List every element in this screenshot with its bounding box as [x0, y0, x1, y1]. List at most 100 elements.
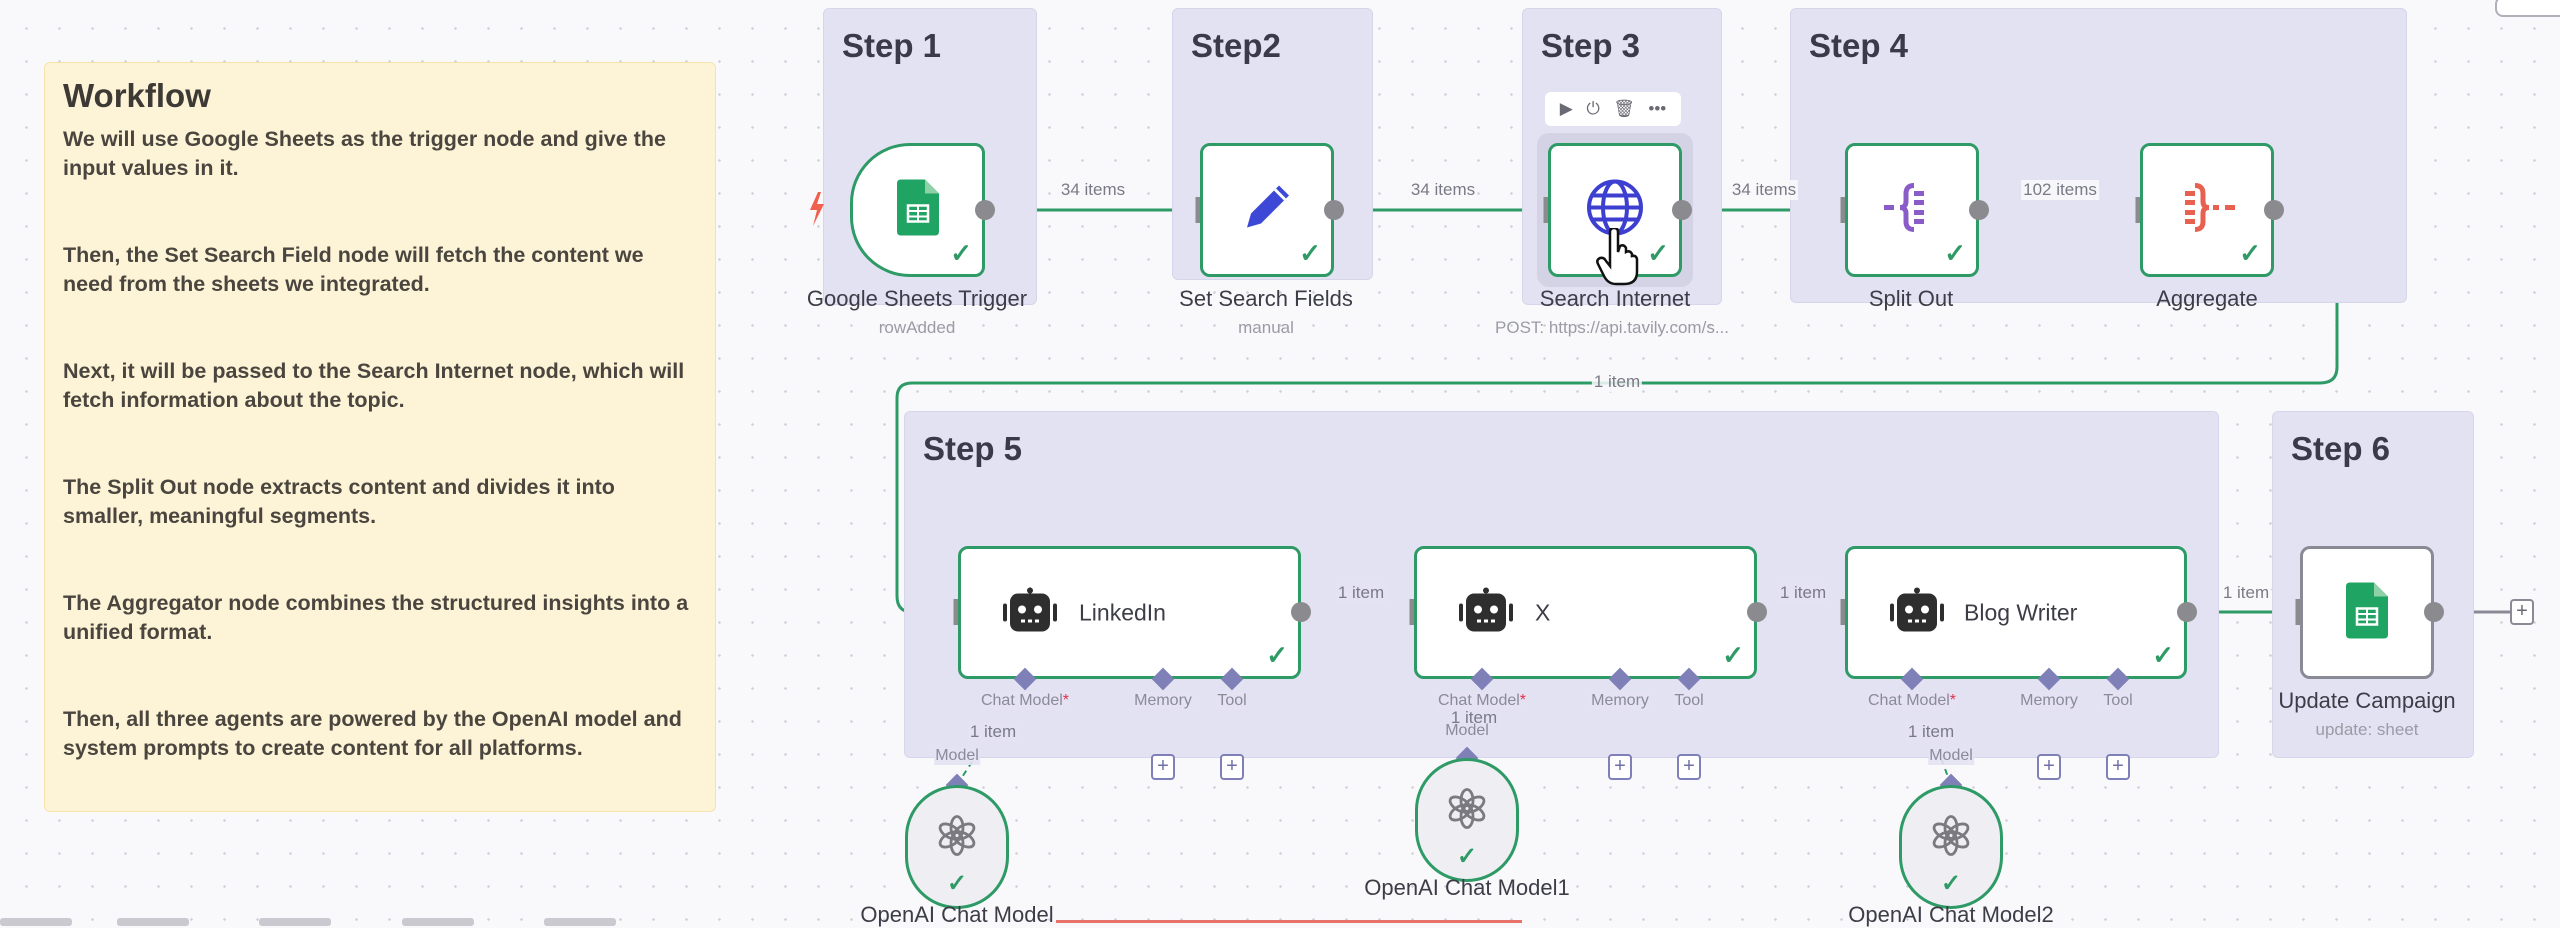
node-label: OpenAI Chat Model2: [1848, 902, 2054, 927]
execution-progress-bar: [1056, 920, 1522, 923]
node-set-search-fields[interactable]: ✓: [1200, 143, 1334, 277]
add-memory-button[interactable]: +: [2037, 754, 2061, 780]
node-split-out[interactable]: ✓: [1845, 143, 1979, 277]
note-paragraph: Then, all three agents are powered by th…: [63, 707, 682, 760]
success-check-icon: ✓: [950, 238, 972, 268]
output-port[interactable]: [1672, 200, 1692, 220]
workflow-sticky-note[interactable]: Workflow We will use Google Sheets as th…: [44, 62, 716, 812]
node-label: Google Sheets Trigger: [806, 286, 1028, 311]
edge-label: 1 item: [1591, 372, 1643, 392]
chat-model-port-label: Chat Model*: [1436, 692, 1528, 710]
edge-label: 1 item: [1905, 722, 1957, 742]
note-paragraph: The Split Out node extracts content and …: [63, 475, 615, 528]
output-port[interactable]: [1324, 200, 1344, 220]
globe-icon: [1586, 179, 1644, 242]
deactivate-node-button[interactable]: ⏻: [1586, 99, 1600, 118]
node-openai-chat-model2[interactable]: ✓: [1899, 785, 2003, 909]
success-check-icon: ✓: [2239, 238, 2261, 268]
success-check-icon: ✓: [1647, 238, 1669, 268]
edge-label: 1 item: [2220, 583, 2272, 603]
group-title: Step2: [1191, 27, 1281, 64]
robot-icon: [1457, 587, 1513, 638]
canvas-toolbar-button[interactable]: [402, 918, 474, 926]
port-label-text: Chat Model: [1867, 692, 1950, 709]
more-options-button[interactable]: •••: [1648, 99, 1667, 118]
chat-model-port-label: Chat Model*: [1866, 692, 1958, 710]
memory-port-label: Memory: [1133, 692, 1193, 710]
trigger-bolt-icon: [808, 192, 826, 231]
success-check-icon: ✓: [1299, 238, 1321, 268]
node-label: Update Campaign: [2278, 688, 2456, 713]
google-sheets-icon: [896, 179, 939, 241]
node-openai-chat-model1[interactable]: ✓: [1415, 758, 1519, 882]
node-agent-x[interactable]: X ✓: [1414, 546, 1757, 679]
output-port[interactable]: [1291, 602, 1311, 622]
canvas-toolbar-button[interactable]: [117, 918, 189, 926]
port-label-text: Chat Model: [1437, 692, 1520, 709]
hand-cursor-icon: [1596, 226, 1640, 291]
edge-label: 1 item: [967, 722, 1019, 742]
add-tool-button[interactable]: +: [2106, 754, 2130, 780]
node-label: Blog Writer: [1964, 599, 2078, 625]
node-label: Aggregate: [2156, 286, 2258, 311]
add-memory-button[interactable]: +: [1151, 754, 1175, 780]
node-hover-toolbar: ▶ ⏻ 🗑 •••: [1545, 92, 1681, 126]
node-openai-chat-model[interactable]: ✓: [905, 785, 1009, 909]
canvas-toolbar-button[interactable]: [259, 918, 331, 926]
tool-port-label: Tool: [1673, 692, 1705, 710]
node-label: Set Search Fields: [1179, 286, 1353, 311]
canvas-toolbar-button[interactable]: [544, 918, 616, 926]
add-tool-button[interactable]: +: [1220, 754, 1244, 780]
output-port[interactable]: [2264, 200, 2284, 220]
output-port[interactable]: [975, 200, 995, 220]
add-next-node-button[interactable]: +: [2510, 599, 2534, 625]
node-aggregate[interactable]: ✓: [2140, 143, 2274, 277]
node-agent-linkedin[interactable]: LinkedIn ✓: [958, 546, 1301, 679]
output-port[interactable]: [2424, 602, 2444, 622]
edge-label: 102 items: [2021, 180, 2099, 200]
required-mark: *: [1062, 692, 1070, 709]
node-subtitle: POST: https://api.tavily.com/s...: [1495, 318, 1729, 337]
note-paragraph: We will use Google Sheets as the trigger…: [63, 127, 666, 180]
split-out-icon: [1884, 183, 1940, 238]
edge-label: 1 item: [1335, 583, 1387, 603]
group-title: Step 6: [2291, 430, 2391, 467]
edge-label: 1 item: [1450, 708, 1498, 727]
model-port-label: Model: [934, 747, 980, 765]
output-port[interactable]: [1747, 602, 1767, 622]
tool-port-label: Tool: [1216, 692, 1248, 710]
openai-icon: [1930, 814, 1972, 861]
add-memory-button[interactable]: +: [1608, 754, 1632, 780]
port-label-text: Chat Model: [980, 692, 1063, 709]
node-google-sheets-trigger[interactable]: ✓: [850, 143, 985, 277]
success-check-icon: ✓: [1940, 870, 1962, 897]
top-right-panel-button[interactable]: [2495, 0, 2560, 17]
robot-icon: [1888, 587, 1944, 638]
success-check-icon: ✓: [1266, 640, 1288, 670]
success-check-icon: ✓: [1456, 843, 1478, 870]
execute-node-button[interactable]: ▶: [1559, 99, 1573, 118]
output-port[interactable]: [1969, 200, 1989, 220]
node-label: OpenAI Chat Model1: [1364, 875, 1570, 900]
group-title: Step 1: [842, 27, 942, 64]
output-port[interactable]: [2177, 602, 2197, 622]
pencil-icon: [1239, 180, 1295, 241]
canvas-toolbar-button[interactable]: [0, 918, 72, 926]
note-paragraph: Next, it will be passed to the Search In…: [63, 359, 685, 412]
node-subtitle: rowAdded: [878, 318, 956, 337]
edge-label: 1 item: [1777, 583, 1829, 603]
node-agent-blog-writer[interactable]: Blog Writer ✓: [1845, 546, 2187, 679]
node-label: OpenAI Chat Model: [860, 902, 1054, 927]
note-title: Workflow: [63, 77, 211, 114]
memory-port-label: Memory: [2019, 692, 2079, 710]
node-label: Search Internet: [1539, 286, 1691, 311]
node-update-campaign[interactable]: [2300, 546, 2434, 679]
delete-node-button[interactable]: 🗑: [1613, 99, 1635, 118]
node-subtitle: update: sheet: [2315, 720, 2419, 739]
group-title: Step 4: [1809, 27, 1909, 64]
success-check-icon: ✓: [2152, 640, 2174, 670]
add-tool-button[interactable]: +: [1677, 754, 1701, 780]
success-check-icon: ✓: [1722, 640, 1744, 670]
robot-icon: [1001, 587, 1057, 638]
group-title: Step 3: [1541, 27, 1641, 64]
